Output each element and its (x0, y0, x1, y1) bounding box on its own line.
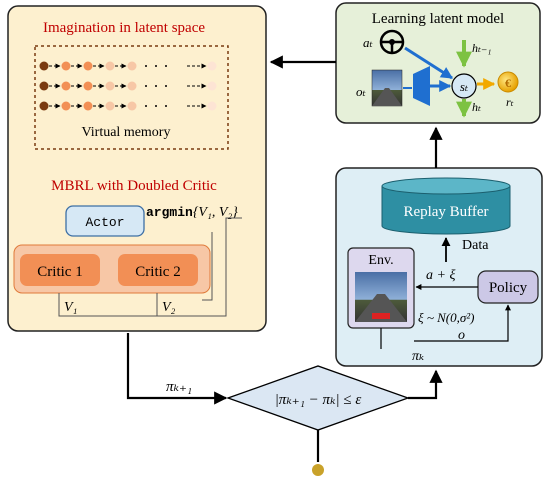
v2-label: V₂ (162, 300, 176, 315)
memory-state-dot (207, 101, 217, 111)
env-screen-image (355, 272, 407, 322)
terminal-node (312, 464, 324, 476)
noise-label: ξ ~ N(0,σ²) (418, 310, 475, 325)
memory-ellipsis-dot (145, 65, 147, 67)
replay-buffer-label: Replay Buffer (403, 204, 488, 220)
encoder-icon (413, 66, 430, 106)
argmin-args: {V₁, V₂} (193, 205, 238, 220)
memory-state-dot (61, 101, 71, 111)
latent-state-node (451, 73, 477, 99)
memory-state-dot (105, 81, 115, 91)
memory-state-dot (105, 101, 115, 111)
memory-state-dot (61, 61, 71, 71)
memory-ellipsis-dot (155, 105, 157, 107)
environment-panel: Replay Buffer Data Env. Policy a + ξ ξ ~… (335, 167, 543, 367)
a-plus-xi-label: a + ξ (426, 268, 455, 283)
argmin-prefix: argmin (146, 205, 193, 220)
memory-state-dot (83, 81, 93, 91)
memory-state-dot (39, 81, 49, 91)
critic-2-box (118, 254, 198, 286)
memory-ellipsis-dot (165, 65, 167, 67)
memory-state-dot (207, 81, 217, 91)
pi-k-label: πₖ (412, 349, 424, 364)
memory-state-dot (127, 61, 137, 71)
memory-ellipsis-dot (165, 85, 167, 87)
critic-link-line (202, 232, 213, 301)
imagination-panel: Imagination in latent space Virtual memo… (7, 5, 267, 332)
memory-trajectory-row (39, 101, 217, 111)
data-label: Data (462, 238, 489, 253)
virtual-memory-box (34, 45, 229, 150)
latent-model-panel: Learning latent model aₜ oₜ hₜ₋₁ sₜ hₜ (335, 2, 541, 124)
memory-state-dot (83, 61, 93, 71)
left-to-check-arrow (126, 333, 228, 405)
memory-state-dot (207, 61, 217, 71)
v1-label: V₁ (64, 300, 77, 315)
pi-k1-label: πₖ₊₁ (166, 379, 192, 395)
critic-2-label: Critic 2 (135, 264, 180, 280)
memory-state-dot (61, 81, 71, 91)
memory-ellipsis-dot (155, 65, 157, 67)
check-to-right-arrow (408, 369, 443, 400)
virtual-memory-label: Virtual memory (82, 125, 171, 140)
memory-ellipsis-dot (155, 85, 157, 87)
o-t-label: oₜ (356, 84, 367, 99)
latent-model-title: Learning latent model (372, 11, 504, 27)
critic-1-box (20, 254, 100, 286)
svg-text:€: € (505, 76, 511, 90)
steering-wheel-icon (379, 29, 405, 55)
memory-state-dot (39, 101, 49, 111)
memory-state-dot (105, 61, 115, 71)
h-t-label: hₜ (472, 100, 481, 114)
memory-trajectory-row (39, 61, 217, 71)
argmin-label: argmin{V₁, V₂} (146, 205, 238, 220)
observation-image (371, 69, 403, 107)
actor-box (65, 205, 145, 237)
convergence-condition: |πₖ₊₁ − πₖ| ≤ ε (275, 392, 362, 408)
actor-label: Actor (85, 215, 124, 230)
memory-state-dot (127, 101, 137, 111)
h-prev-label: hₜ₋₁ (472, 41, 491, 55)
memory-ellipsis-dot (165, 105, 167, 107)
critic-feedback-line (58, 217, 242, 317)
imagination-title: Imagination in latent space (43, 20, 205, 36)
memory-state-dot (83, 101, 93, 111)
memory-state-dot (127, 81, 137, 91)
memory-trajectory-row (39, 81, 217, 91)
critic-1-label: Critic 1 (37, 264, 82, 280)
policy-label: Policy (489, 280, 528, 296)
a-t-label: aₜ (363, 35, 374, 50)
memory-trajectories (39, 61, 217, 111)
memory-state-dot (39, 61, 49, 71)
o-label: o (458, 328, 465, 343)
s-t-label: sₜ (460, 79, 469, 94)
convergence-check-diamond (226, 365, 410, 431)
replay-buffer-cylinder (381, 177, 511, 235)
r-t-label: rₜ (506, 95, 514, 109)
mbrl-title: MBRL with Doubled Critic (51, 178, 217, 194)
memory-ellipsis-dot (145, 85, 147, 87)
env-label: Env. (368, 253, 393, 268)
action-to-state-arrow (404, 46, 454, 80)
memory-ellipsis-dot (145, 105, 147, 107)
observation-arrow (414, 304, 511, 342)
reward-coin-icon: € (497, 71, 519, 93)
